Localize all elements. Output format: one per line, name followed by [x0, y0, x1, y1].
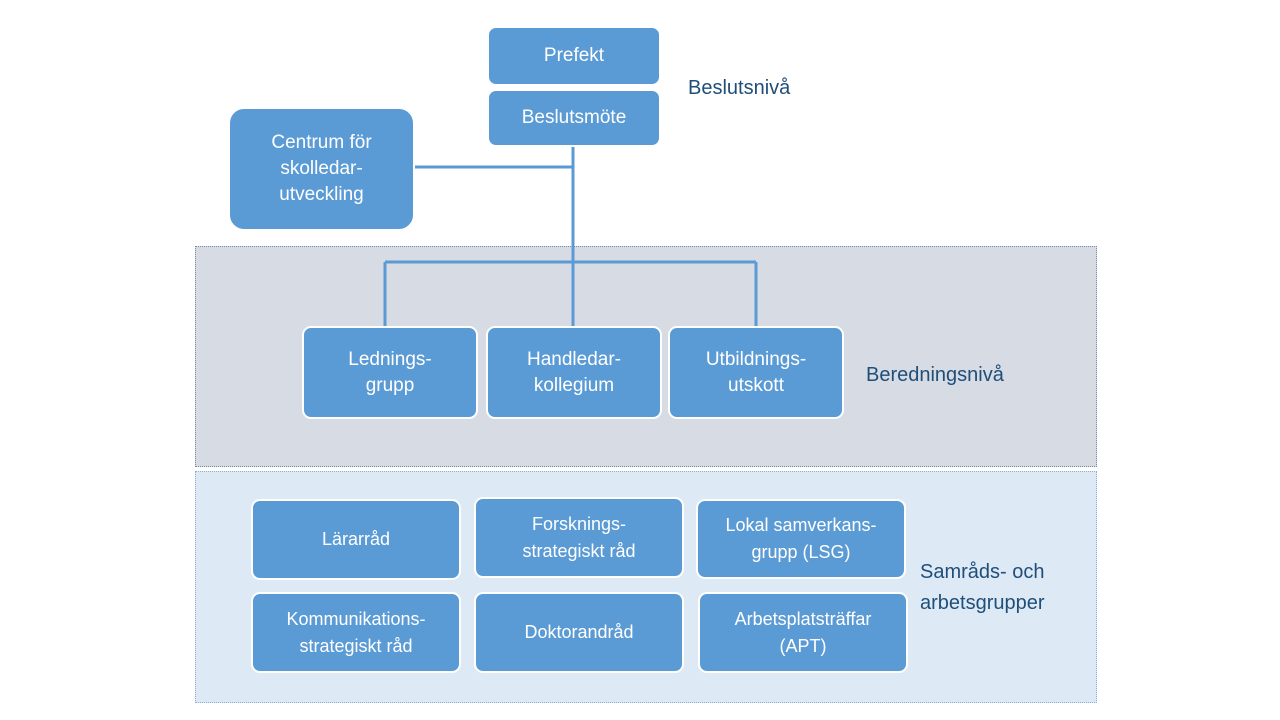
samradsgrupper-label: Samråds- och arbetsgrupper	[920, 561, 1045, 614]
ledningsgrupp-box: Lednings- grupp	[302, 326, 478, 419]
beslutsmote-box: Beslutsmöte	[487, 89, 661, 147]
forskningsstrategiskt-rad-box: Forsknings- strategiskt råd	[474, 497, 684, 578]
beslutsniva-label: Beslutsnivå	[688, 77, 791, 99]
utbildningsutskott-box: Utbildnings- utskott	[668, 326, 844, 419]
kommunikationsstrategiskt-rad-box: Kommunikations- strategiskt råd	[251, 592, 461, 673]
doktorandrad-box: Doktorandråd	[474, 592, 684, 673]
lararrad-box: Lärarråd	[251, 499, 461, 580]
prefekt-box: Prefekt	[487, 26, 661, 86]
handledarkollegium-box: Handledar- kollegium	[486, 326, 662, 419]
arbetsplatstraffar-box: Arbetsplatsträffar (APT)	[698, 592, 908, 673]
centrum-box: Centrum för skolledar- utveckling	[228, 107, 415, 231]
beredningsniva-label: Beredningsnivå	[866, 364, 1004, 386]
lokal-samverkansgrupp-box: Lokal samverkans- grupp (LSG)	[696, 499, 906, 579]
